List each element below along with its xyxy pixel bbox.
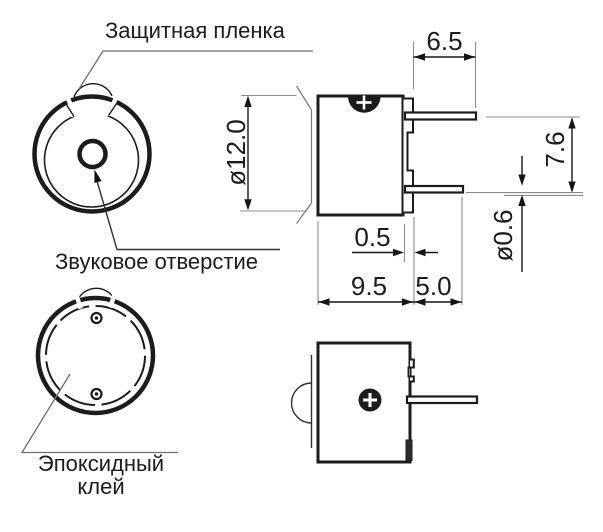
dim-text-d12: ø12.0 xyxy=(221,119,251,186)
front-view xyxy=(32,83,152,214)
rear-tab-bottom xyxy=(405,439,413,461)
pin-side xyxy=(405,395,479,405)
rear-flange xyxy=(403,97,414,214)
dim-text-7-6: 7.6 xyxy=(540,131,570,168)
sound-hole-label: Звуковое отверстие xyxy=(55,249,258,274)
epoxy-glue-label-line1: Эпоксидный xyxy=(37,451,165,476)
dim-pin-span xyxy=(466,116,583,196)
dim-pin-diameter xyxy=(518,156,526,272)
dim-text-0-5: 0.5 xyxy=(354,222,391,252)
side-view xyxy=(295,85,478,224)
protective-film-leader xyxy=(78,50,313,90)
bottom-segmented-rim xyxy=(44,304,146,406)
pin-top xyxy=(403,111,478,121)
dim-text-9-5: 9.5 xyxy=(350,271,388,301)
polarity-plus-icon xyxy=(356,95,372,110)
film-bulge xyxy=(290,382,312,424)
side-view-rotated xyxy=(290,341,479,464)
polarity-plus-icon-2 xyxy=(363,393,377,407)
bottom-outer-case xyxy=(35,295,156,416)
dim-text-6-5: 6.5 xyxy=(426,26,463,56)
dim-diameter-12 xyxy=(240,94,307,212)
front-outer-case xyxy=(32,94,152,214)
pin-hole-top xyxy=(90,311,103,325)
side-body xyxy=(316,94,405,217)
sound-hole xyxy=(77,138,108,170)
leader-arrowhead xyxy=(94,169,102,183)
dim-text-5-0: 5.0 xyxy=(415,271,452,301)
dim-body-depth-and-pin xyxy=(317,197,463,306)
front-inner-rim xyxy=(43,112,140,208)
sound-hole-leader xyxy=(94,169,280,251)
dim-pin-length-top xyxy=(412,42,477,108)
protective-film-label: Защитная пленка xyxy=(105,18,285,43)
rear-tab-top xyxy=(407,358,415,383)
pin-bottom xyxy=(403,184,465,194)
bottom-view xyxy=(35,287,156,416)
protective-film-tab-bottom xyxy=(77,287,115,300)
epoxy-glue-label-line2: клей xyxy=(77,474,125,499)
protective-film-tab xyxy=(73,83,113,98)
dimension-lines xyxy=(240,42,583,306)
pin-hole-bottom xyxy=(90,387,103,401)
epoxy-glue-leader xyxy=(20,373,178,454)
dim-flange-thickness xyxy=(352,224,438,262)
dim-text-d0-6: ø0.6 xyxy=(488,209,518,262)
